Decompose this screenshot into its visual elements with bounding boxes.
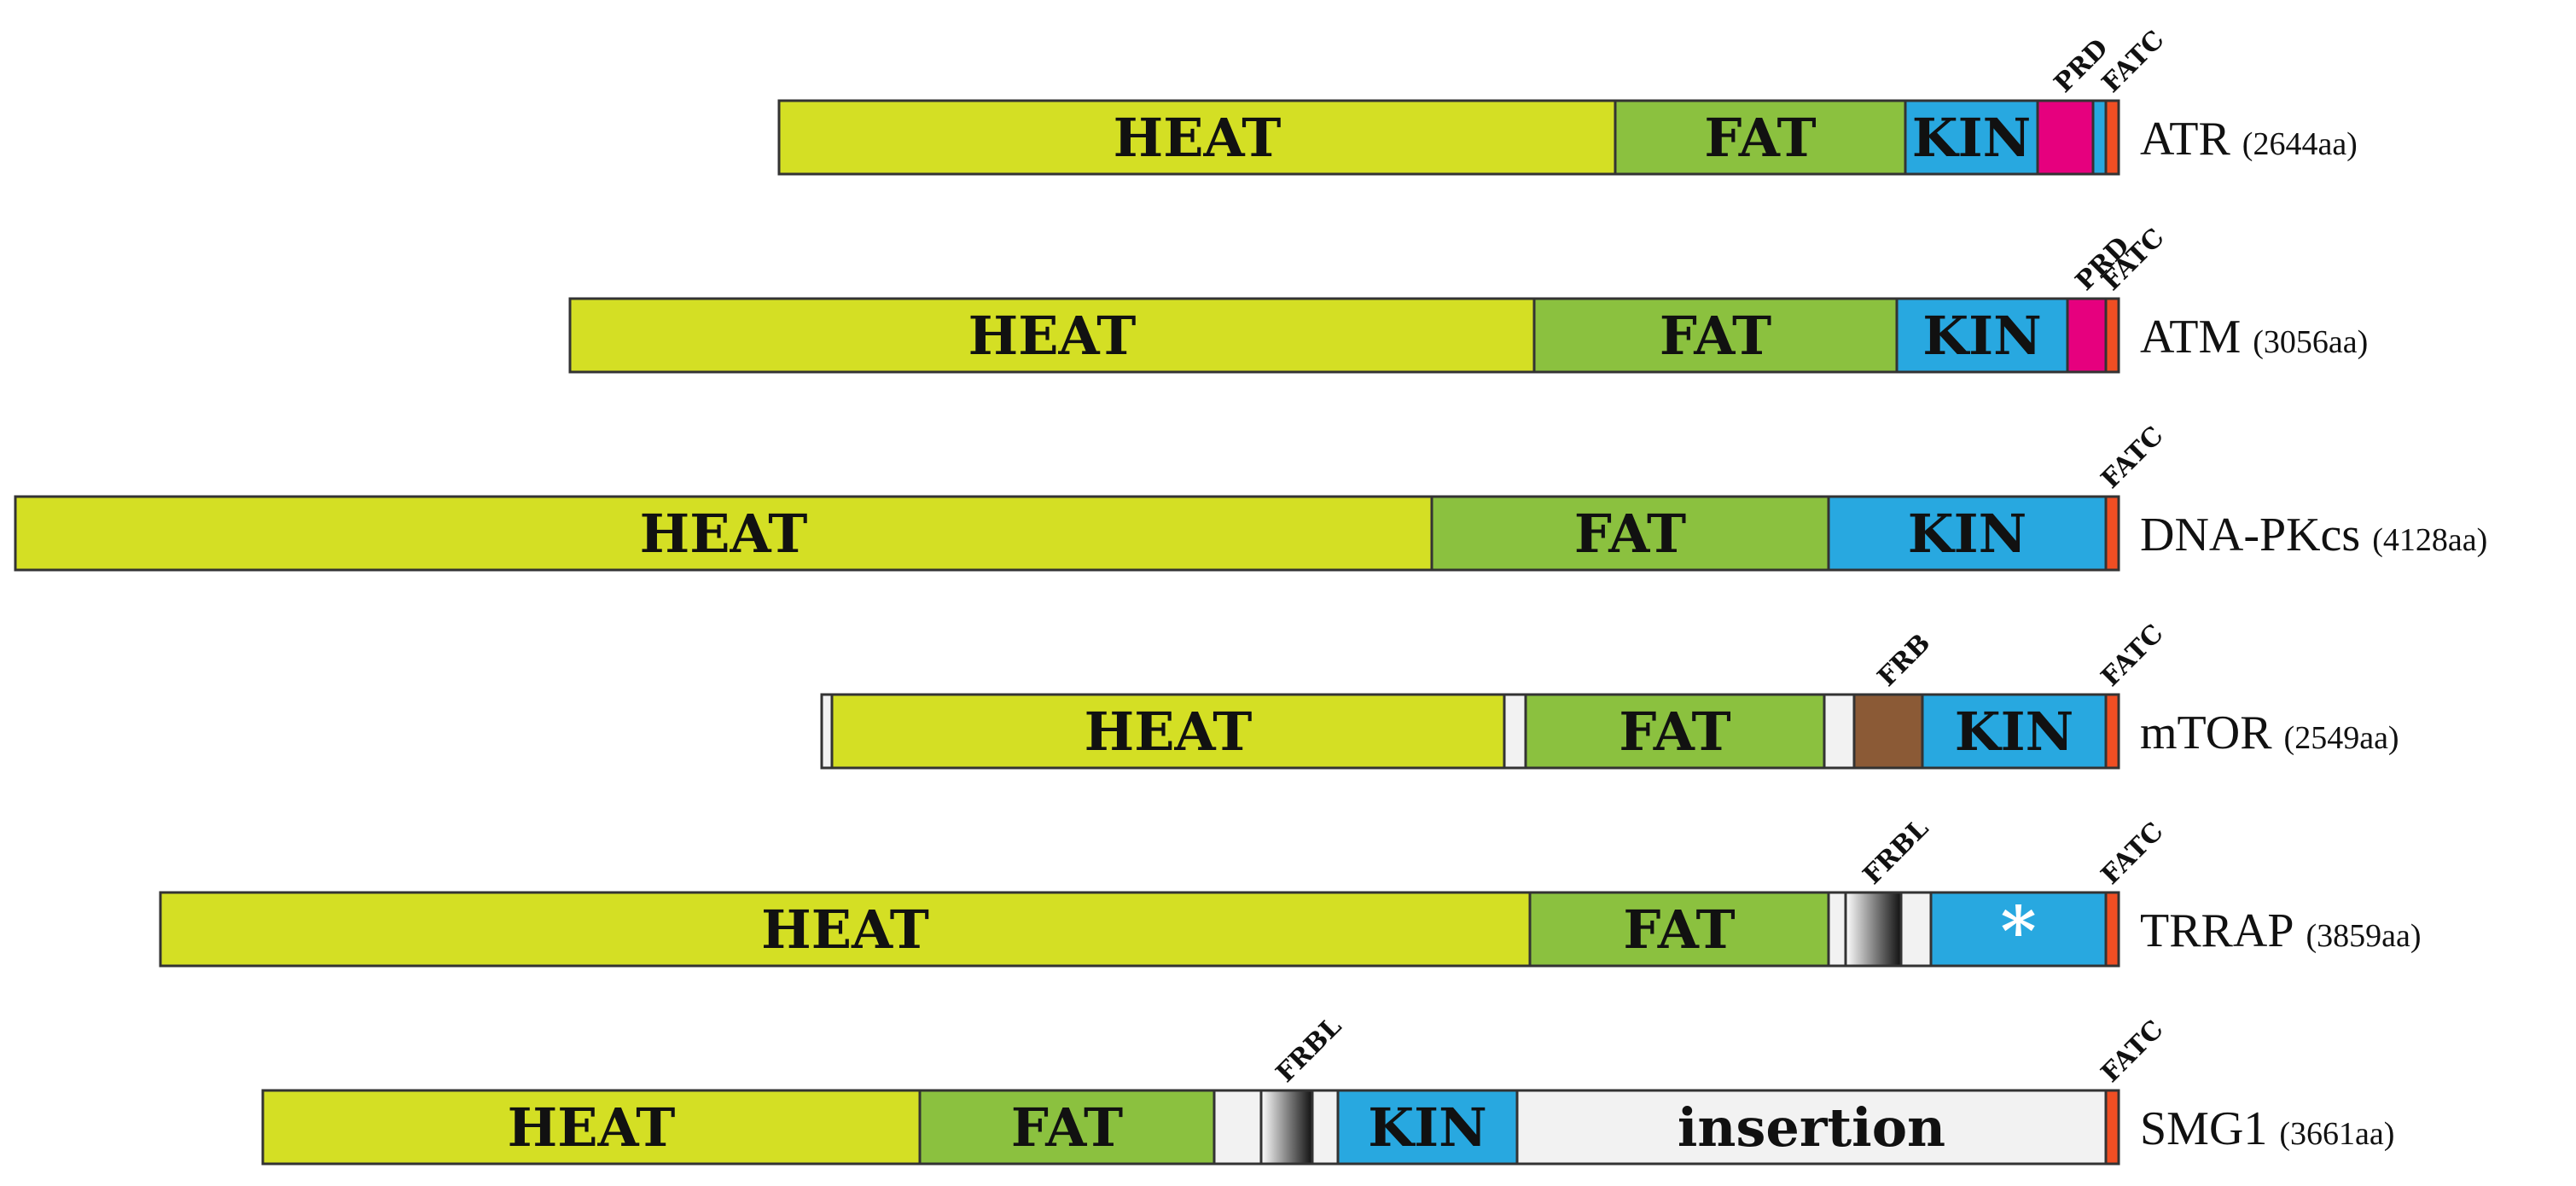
domain-label-fat: FAT [1704,107,1816,169]
protein-row-trrap: HEAT FAT * FRBL FATC TRRAP (3859aa) [159,813,2422,971]
domain-kin [1336,1089,1519,1166]
protein-name: DNA-PKcs [2140,509,2360,561]
protein-name: TRRAP [2140,904,2294,957]
protein-label: SMG1 (3661aa) [2140,1102,2394,1155]
domain-tag-prd: PRD [2049,33,2114,99]
protein-length: (4128aa) [2372,522,2487,558]
domain-label-heat: HEAT [508,1096,676,1159]
protein-name: ATM [2140,311,2241,363]
domain-label-heat: HEAT [1114,107,1282,169]
domain-label-fat: FAT [1623,898,1735,961]
protein-row-smg1: HEAT FAT KIN insertion FRBL FATC SMG1 (3661aa) [261,1011,2394,1166]
domain-linker [1823,693,1856,770]
domain-tag-fatc: FATC [2096,421,2170,495]
domain-label-heat: HEAT [640,503,808,565]
domain-linker [1899,891,1933,968]
domain-fat [1524,693,1826,770]
protein-label: DNA-PKcs (4128aa) [2140,509,2487,561]
domain-label-kin: KIN [1368,1096,1487,1159]
protein-length: (2644aa) [2242,126,2358,162]
domain-tag-frbl: FRBL [1858,813,1934,890]
domain-frb [1852,693,1924,770]
domain-fatc [2104,297,2120,374]
domain-tag-frbl: FRBL [1271,1011,1347,1088]
domain-label-fat: FAT [1011,1096,1123,1159]
protein-length: (3056aa) [2253,324,2368,360]
domain-fatc [2104,495,2120,572]
domain-fat [1614,99,1907,176]
domain-kin [2091,99,2108,176]
domain-heat [830,693,1506,770]
domain-label-kin: KIN [1908,503,2027,565]
domain-label-heat: HEAT [1084,701,1253,763]
domain-fat [1430,495,1830,572]
domain-fat [1528,891,1830,968]
domain-fatc [2104,891,2120,968]
domain-kin [1921,693,2108,770]
protein-label: mTOR (2549aa) [2140,706,2399,759]
domain-fat [918,1089,1216,1166]
domain-frbl [1844,891,1903,968]
domain-fatc [2104,99,2120,176]
domain-heat [159,891,1532,968]
domain-label-kin: KIN [1955,701,2074,763]
domain-linker [820,693,834,770]
kinase-asterisk-label: * [2001,891,2037,971]
domain-linker [1311,1089,1340,1166]
domain-label-kin: KIN [1922,305,2042,367]
domain-label-heat: HEAT [968,305,1137,367]
domain-fatc [2104,1089,2120,1166]
domain-prd [2066,297,2108,374]
protein-row-mtor: HEAT FAT KIN FRB FATC mTOR (2549aa) [820,619,2399,770]
domain-kin [1895,297,2069,374]
domain-label-fat: FAT [1574,503,1686,565]
domain-label-fat: FAT [1660,305,1771,367]
domain-label-fat: FAT [1619,701,1730,763]
domain-heat [14,495,1433,572]
protein-length: (3859aa) [2306,918,2422,954]
protein-name: SMG1 [2140,1102,2267,1155]
domain-fat [1532,297,1899,374]
domain-tag-fatc: FATC [2096,619,2170,693]
domain-fatc [2104,693,2120,770]
protein-length: (2549aa) [2284,720,2399,756]
domain-prd [2036,99,2095,176]
domain-label-insertion: insertion [1678,1096,1945,1159]
domain-frbl [1259,1089,1314,1166]
protein-row-dna-pkcs: HEAT FAT KIN FATC DNA-PKcs (4128aa) [14,421,2487,572]
protein-label: ATM (3056aa) [2140,311,2368,363]
domain-linker [1827,891,1847,968]
protein-label: TRRAP (3859aa) [2140,904,2422,957]
domain-kin [1827,495,2108,572]
domain-label-kin: KIN [1912,107,2032,169]
domain-linker [1212,1089,1263,1166]
protein-name: mTOR [2140,706,2272,759]
domain-tag-fatc: FATC [2096,817,2170,891]
domain-heat [777,99,1617,176]
protein-length: (3661aa) [2279,1116,2394,1152]
domain-tag-frb: FRB [1872,628,1936,692]
domain-tag-fatc: FATC [2096,1014,2170,1089]
protein-label: ATR (2644aa) [2140,113,2358,166]
domain-tag-fatc: FATC [2096,25,2171,99]
protein-name: ATR [2140,113,2230,166]
domain-label-heat: HEAT [761,898,929,961]
domain-kin [1904,99,2039,176]
domain-linker [1503,693,1527,770]
